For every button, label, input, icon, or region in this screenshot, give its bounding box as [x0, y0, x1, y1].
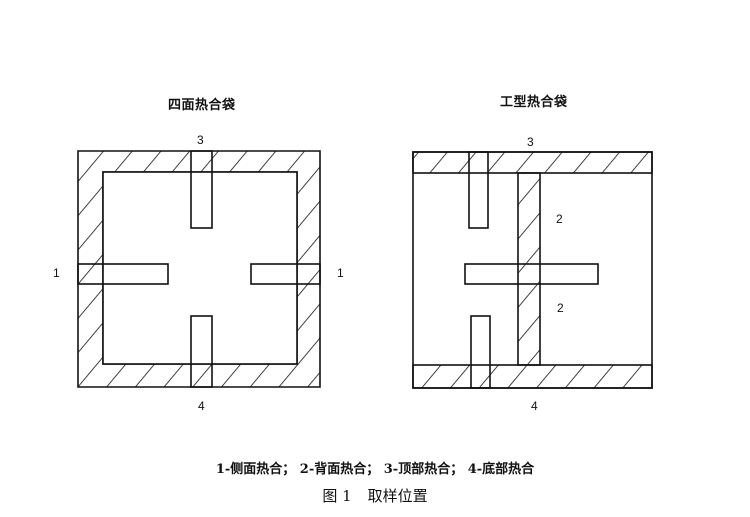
figure-caption: 图 1 取样位置: [0, 485, 750, 506]
back-seal-hatched: [517, 172, 541, 366]
label-left-side-seal: 1: [53, 266, 60, 280]
i-type-seal-bag-diagram: [412, 151, 653, 389]
label-back-seal-upper: 2: [556, 212, 563, 226]
right-side-seal-sample-strip: [250, 263, 321, 285]
label-bottom-seal: 4: [531, 399, 538, 413]
bottom-seal-sample-strip: [470, 315, 491, 389]
top-seal-sample-strip: [468, 151, 489, 229]
top-seal-sample-strip: [190, 150, 213, 229]
left-side-seal-sample-strip: [77, 263, 169, 285]
four-side-seal-bag-title: 四面热合袋: [168, 98, 236, 113]
bottom-seal-sample-strip: [190, 315, 213, 388]
figure-title: 取样位置: [367, 487, 428, 505]
top-seal-band-hatched: [412, 151, 653, 174]
figure-number: 图 1: [322, 487, 352, 505]
label-top-seal: 3: [527, 135, 534, 149]
bottom-seal-band-hatched: [412, 364, 653, 389]
legend-text: 1-侧面热合； 2-背面热合； 3-顶部热合； 4-底部热合: [215, 462, 535, 477]
label-bottom-seal: 4: [198, 399, 205, 413]
back-seal-sample-strip: [464, 263, 599, 285]
four-side-seal-bag-diagram: [77, 150, 321, 388]
label-right-side-seal: 1: [337, 266, 344, 280]
label-back-seal-lower: 2: [557, 301, 564, 315]
i-type-seal-bag-title: 工型热合袋: [500, 95, 568, 110]
label-top-seal: 3: [197, 133, 204, 147]
